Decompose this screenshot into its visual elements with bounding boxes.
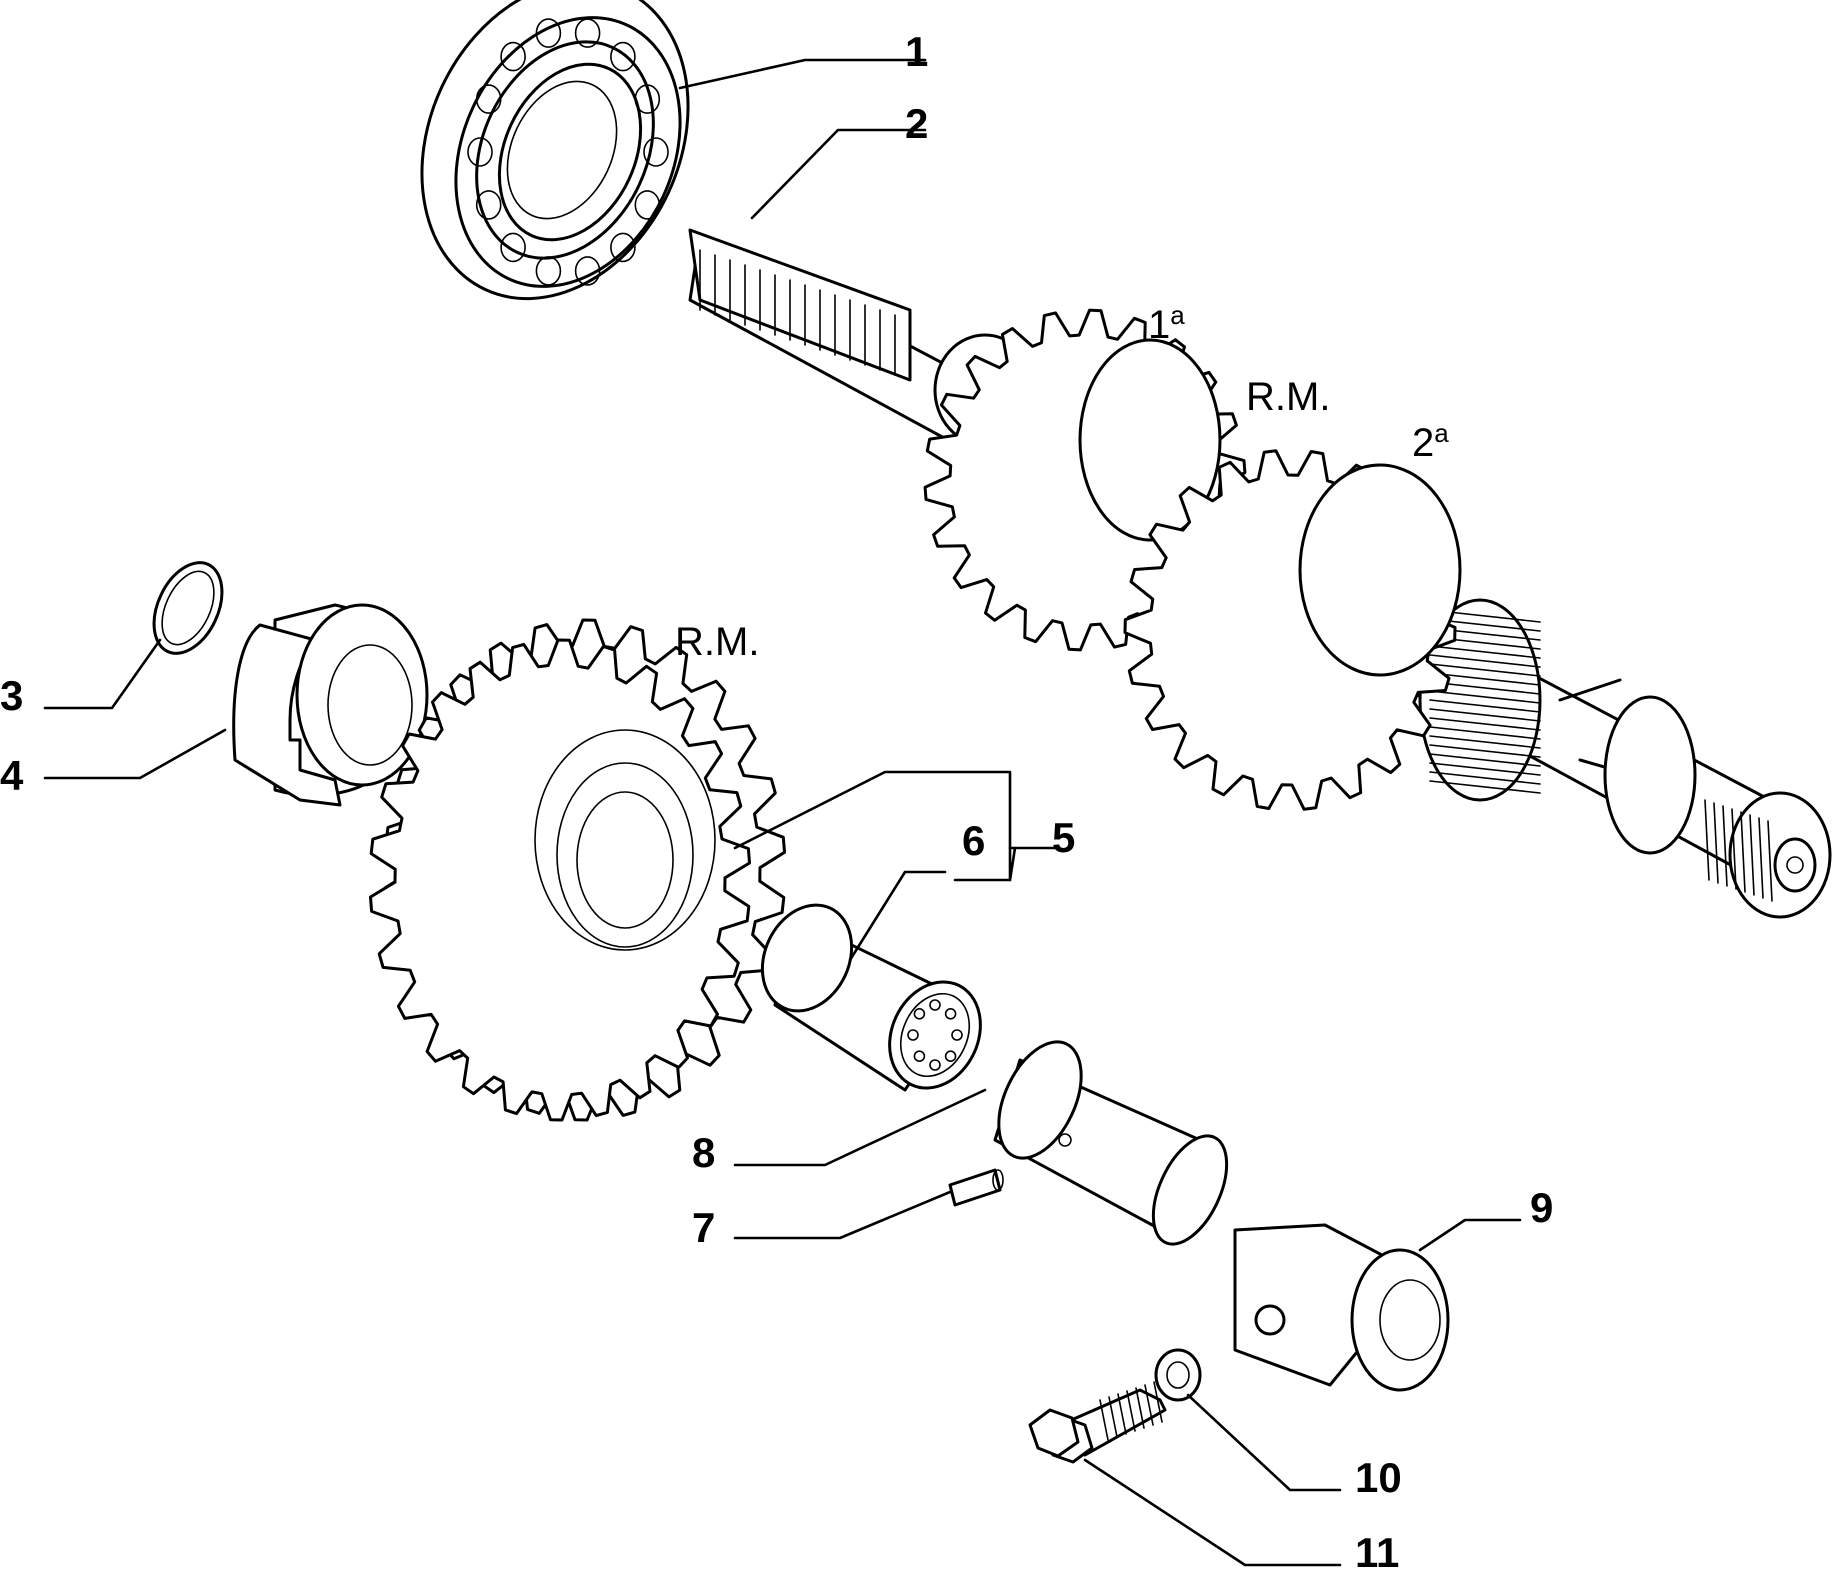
callout-5: 5 [1052,814,1075,861]
bearing [420,0,690,301]
callout-7: 7 [692,1204,715,1251]
roll-pin [948,1168,1004,1207]
bearing-roller [610,41,636,72]
bushing-hole [944,1050,957,1062]
synchronizer-collar [232,603,429,807]
callout-10: 10 [1355,1454,1402,1501]
bearing-roller [610,232,636,263]
callout-2: 2 [905,100,928,147]
callout-1: 1 [905,28,928,75]
bearing-roller [475,84,502,114]
callout-11: 11 [1355,1529,1399,1569]
label-reverse-shaft: R.M. [1246,375,1330,419]
bearing-roller [574,18,601,48]
callout-9: 9 [1530,1184,1553,1231]
bearing-roller [535,18,562,48]
callout-numbers: 1 2 3 4 5 6 7 8 9 10 11 [0,28,1553,1569]
callout-leaders [43,58,1522,1567]
bearing-roller [634,190,661,220]
callout-4: 4 [0,752,24,799]
snap-ring [152,561,224,655]
bearing-roller [535,256,562,286]
bearing-roller [467,137,493,167]
bearing-roller [475,190,502,220]
bearing-roller [574,256,601,286]
bushing-hole [951,1029,963,1041]
reverse-idler-gear [369,618,786,1122]
shaft-support-bracket [1233,1223,1450,1392]
callout-8: 8 [692,1129,715,1176]
bushing-hole [929,999,941,1011]
bearing-roller [634,84,661,114]
needle-bushing [760,903,982,1092]
bushing-hole [907,1029,919,1041]
bushing-hole [929,1059,941,1071]
bolt [1028,1381,1167,1464]
bushing-hole [913,1007,926,1020]
bearing-roller [643,137,669,167]
gear-labels: 1a R.M. 2a R.M. [675,300,1449,664]
bearing-roller [500,232,526,263]
bushing-hole [913,1050,926,1062]
label-reverse-gear: R.M. [675,620,759,664]
callout-6: 6 [962,817,985,864]
label-second-gear: 2a [1412,418,1449,465]
bearing-roller [500,41,526,72]
primary-shaft [688,228,1832,919]
callout-3: 3 [0,672,23,719]
washer [1154,1348,1202,1402]
label-first-gear: 1a [1148,300,1185,347]
bushing-hole [944,1007,957,1020]
idler-shaft [993,1040,1229,1246]
